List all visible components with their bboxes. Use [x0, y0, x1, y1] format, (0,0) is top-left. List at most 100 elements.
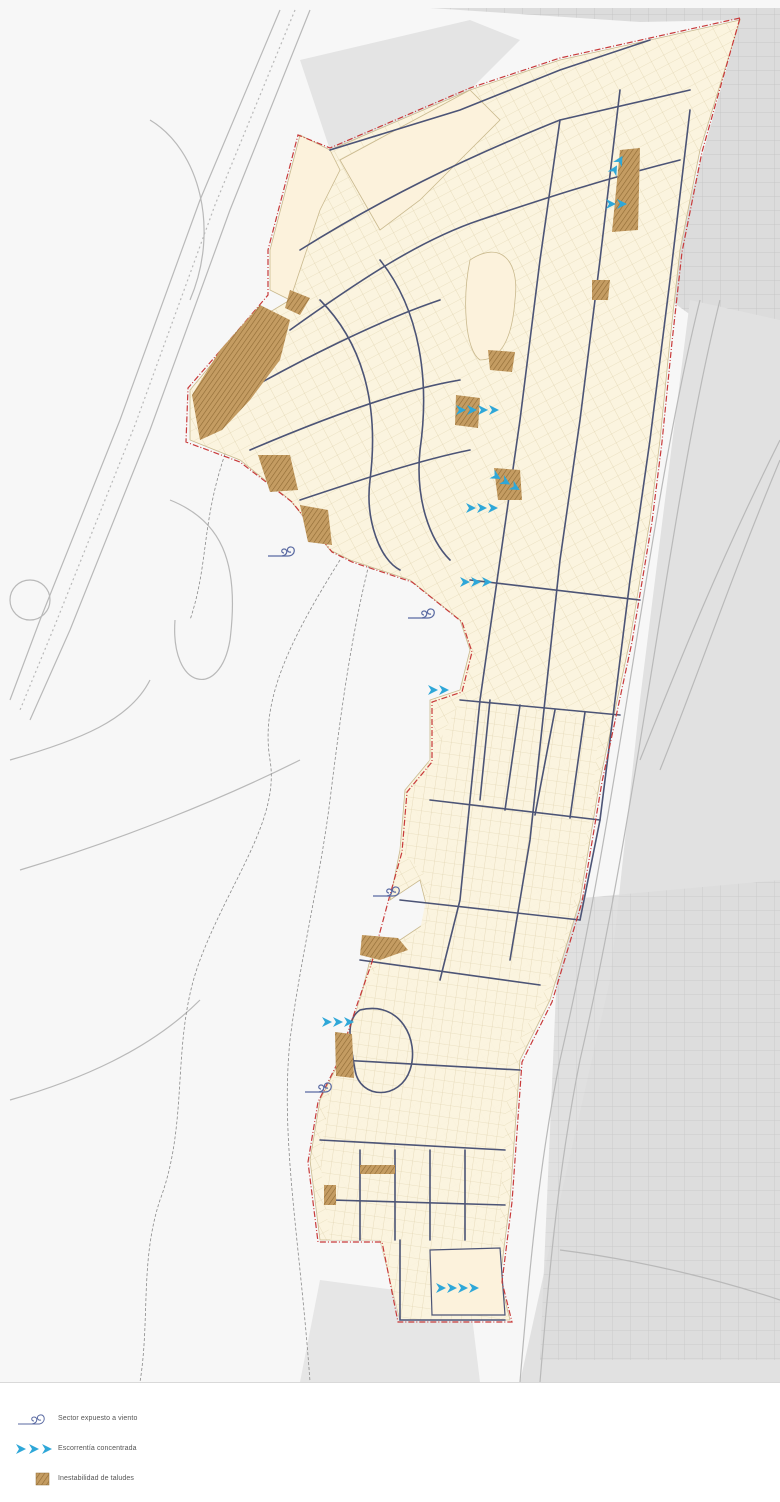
contour-2: [286, 559, 371, 1382]
slope-zone-west-small: [285, 290, 310, 315]
street-mid-grid-3: [534, 709, 556, 816]
runoff-arrow-icon: [333, 1017, 343, 1027]
east-ring-road: [519, 299, 701, 1382]
planning-boundary: [185, 17, 741, 1323]
street-horizontal-6: [339, 1059, 521, 1071]
street-diag-2: [299, 89, 691, 251]
east-ring-road-2: [539, 299, 721, 1382]
runoff-arrow-icon: [613, 155, 623, 167]
runoff-arrow-group: [460, 577, 492, 587]
street-horizontal-1: [469, 579, 641, 601]
highway-west-edge: [9, 9, 281, 701]
street-horizontal-4: [399, 899, 581, 921]
runoff-arrows-layer: [322, 155, 627, 1293]
street-horizontal-3: [429, 799, 601, 821]
legend-label-wind: Sector expuesto a viento: [58, 1415, 138, 1422]
runoff-arrow-group: [322, 1017, 354, 1027]
open-lot-south: [429, 1247, 506, 1316]
runoff-arrow-icon: [489, 469, 501, 479]
runoff-arrow-icon: [478, 405, 488, 415]
legend-divider: [0, 1382, 780, 1383]
ramp-south: [169, 499, 234, 680]
east-diagonal-2: [659, 459, 780, 771]
roundabout-west: [9, 579, 51, 621]
map-canvas: [9, 8, 780, 1382]
highway-median: [19, 9, 296, 711]
legend-label-runoff: Escorrentía concentrada: [58, 1445, 137, 1452]
slope-instability-zones: [192, 148, 640, 1205]
chevron-arrows-icon: [16, 1440, 58, 1458]
street-diag-3: [289, 159, 681, 331]
runoff-arrow-group: [489, 469, 520, 490]
runoff-arrow-group: [456, 405, 499, 415]
legend-item-slope: Inestabilidad de taludes: [16, 1464, 416, 1494]
runoff-arrow-icon: [482, 577, 492, 587]
built-block-northeast: [430, 8, 780, 380]
slope-zone-southwest-1: [258, 455, 298, 492]
open-lot-northwest: [269, 134, 341, 301]
wind-swirl-icon: [373, 886, 400, 897]
street-diag-6: [299, 449, 471, 501]
street-south-access: [399, 1239, 506, 1321]
slope-zone-south-1: [360, 935, 408, 960]
slope-zone-south-2: [335, 1032, 354, 1078]
street-diag-5: [249, 379, 461, 451]
runoff-arrow-group: [466, 503, 498, 513]
wind-swirl-icon: [268, 546, 295, 557]
street-curve-b: [379, 259, 451, 561]
runoff-arrow-icon: [456, 405, 466, 415]
legend-item-runoff: Escorrentía concentrada: [16, 1434, 416, 1464]
west-curve-road: [19, 759, 301, 871]
ramp-north: [149, 119, 205, 301]
runoff-arrow-group: [606, 199, 627, 209]
legend-label-slope: Inestabilidad de taludes: [58, 1475, 134, 1482]
contour-1: [139, 559, 341, 1382]
runoff-arrow-icon: [322, 1017, 332, 1027]
street-mid-grid-2: [504, 704, 521, 811]
slope-zone-northeast: [612, 148, 640, 232]
slope-zone-central-1: [488, 350, 515, 372]
runoff-arrow-icon: [469, 1283, 479, 1293]
map-legend: Sector expuesto a viento Escorrentía con…: [16, 1404, 416, 1494]
street-diag-1: [329, 39, 651, 151]
runoff-arrow-icon: [439, 685, 449, 695]
built-block-east-grid: [540, 880, 780, 1360]
street-horizontal-5: [359, 959, 541, 986]
runoff-arrow-group: [607, 155, 623, 177]
slope-zone-west-large: [192, 305, 290, 440]
contour-lines: [139, 439, 371, 1382]
built-block-northwest: [300, 20, 520, 150]
urban-area-north: [189, 19, 741, 1321]
street-horizontal-7: [319, 1139, 506, 1151]
runoff-arrow-icon: [466, 503, 476, 513]
street-mid-grid-1: [479, 699, 491, 801]
street-horizontal-2: [459, 699, 621, 716]
runoff-arrow-icon: [344, 1017, 354, 1027]
runoff-arrow-icon: [471, 577, 481, 587]
runoff-arrow-icon: [428, 685, 438, 695]
urban-risk-map[interactable]: [0, 0, 780, 1382]
runoff-arrow-icon: [458, 1283, 468, 1293]
runoff-arrow-icon: [460, 577, 470, 587]
runoff-arrow-icon: [499, 475, 511, 485]
slope-zone-south-3: [360, 1165, 395, 1174]
street-mid-grid-4: [569, 711, 586, 819]
slope-zone-east-small: [592, 280, 610, 300]
runoff-arrow-group: [436, 1283, 479, 1293]
wind-swirl-icon: [305, 1082, 332, 1093]
runoff-arrow-icon: [488, 503, 498, 513]
east-diagonal: [639, 439, 780, 761]
runoff-arrow-icon: [606, 199, 616, 209]
runoff-arrow-icon: [607, 165, 617, 177]
slope-zone-central-2: [455, 395, 480, 428]
runoff-arrow-icon: [467, 405, 477, 415]
runoff-arrow-icon: [436, 1283, 446, 1293]
runoff-arrow-icon: [447, 1283, 457, 1293]
wind-swirl-icon: [16, 1410, 58, 1428]
road-west-curve: [9, 679, 151, 761]
street-network: [229, 39, 691, 1321]
open-lot-central: [465, 251, 517, 361]
runoff-arrow-icon: [489, 405, 499, 415]
contour-3: [189, 439, 231, 621]
